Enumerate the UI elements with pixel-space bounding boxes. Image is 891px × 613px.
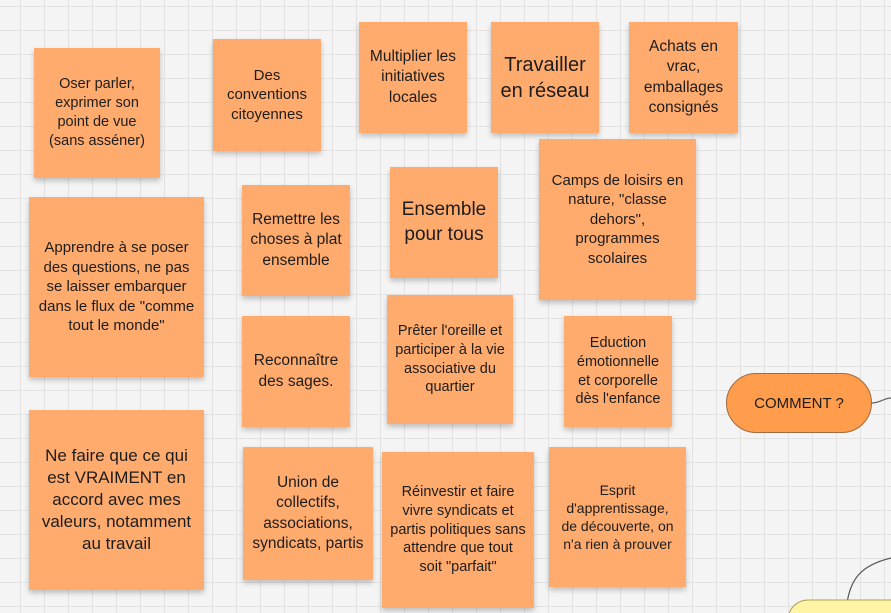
- sticky-note-eduction[interactable]: Eduction émotionnelle et corporelle dès …: [564, 316, 672, 427]
- sticky-note-travailler[interactable]: Travailler en réseau: [491, 22, 599, 133]
- sticky-note-oser-parler[interactable]: Oser parler, exprimer son point de vue (…: [34, 48, 160, 178]
- sticky-note-text: Camps de loisirs en nature, "classe deho…: [551, 171, 684, 267]
- sticky-note-conventions[interactable]: Des conventions citoyennes: [213, 39, 321, 151]
- sticky-note-text: Réinvestir et faire vivre syndicats et p…: [390, 483, 526, 576]
- sticky-note-text: Ensemble pour tous: [401, 198, 487, 245]
- sticky-note-text: Apprendre à se poser des questions, ne p…: [38, 239, 195, 335]
- sticky-note-ensemble[interactable]: Ensemble pour tous: [390, 167, 498, 278]
- sticky-note-text: Reconnaître des sages.: [253, 352, 339, 390]
- sticky-note-preter[interactable]: Prêter l'oreille et participer à la vie …: [387, 295, 513, 424]
- sticky-note-text: Eduction émotionnelle et corporelle dès …: [575, 334, 661, 408]
- comment-node[interactable]: COMMENT ?: [726, 373, 872, 433]
- sticky-note-text: Multiplier les initiatives locales: [369, 48, 457, 106]
- sticky-note-text: Ne faire que ce qui est VRAIMENT en acco…: [41, 445, 192, 554]
- sticky-note-reconnaitre[interactable]: Reconnaître des sages.: [242, 316, 350, 427]
- sticky-note-reinvestir[interactable]: Réinvestir et faire vivre syndicats et p…: [382, 452, 534, 608]
- sticky-note-camps[interactable]: Camps de loisirs en nature, "classe deho…: [539, 139, 696, 300]
- sticky-note-multiplier[interactable]: Multiplier les initiatives locales: [359, 22, 467, 133]
- sticky-note-text: Oser parler, exprimer son point de vue (…: [49, 76, 145, 149]
- comment-node-label: COMMENT ?: [754, 394, 844, 412]
- sticky-note-text: Achats en vrac, emballages consignés: [643, 38, 724, 116]
- sticky-note-text: Travailler en réseau: [500, 53, 590, 102]
- sticky-note-text: Des conventions citoyennes: [226, 66, 308, 123]
- sticky-note-ne-faire[interactable]: Ne faire que ce qui est VRAIMENT en acco…: [29, 410, 204, 590]
- connector-line: [871, 397, 891, 404]
- sticky-note-text: Esprit d'apprentissage, de découverte, o…: [561, 481, 674, 553]
- partial-node: [788, 599, 891, 613]
- sticky-note-text: Remettre les choses à plat ensemble: [250, 211, 342, 269]
- sticky-note-apprendre[interactable]: Apprendre à se poser des questions, ne p…: [29, 197, 204, 377]
- sticky-note-achats[interactable]: Achats en vrac, emballages consignés: [629, 22, 738, 133]
- sticky-note-text: Union de collectifs, associations, syndi…: [252, 474, 364, 552]
- sticky-note-esprit[interactable]: Esprit d'apprentissage, de découverte, o…: [549, 447, 686, 587]
- sticky-note-remettre[interactable]: Remettre les choses à plat ensemble: [242, 185, 350, 296]
- sticky-note-text: Prêter l'oreille et participer à la vie …: [395, 322, 505, 396]
- sticky-note-union[interactable]: Union de collectifs, associations, syndi…: [243, 447, 373, 580]
